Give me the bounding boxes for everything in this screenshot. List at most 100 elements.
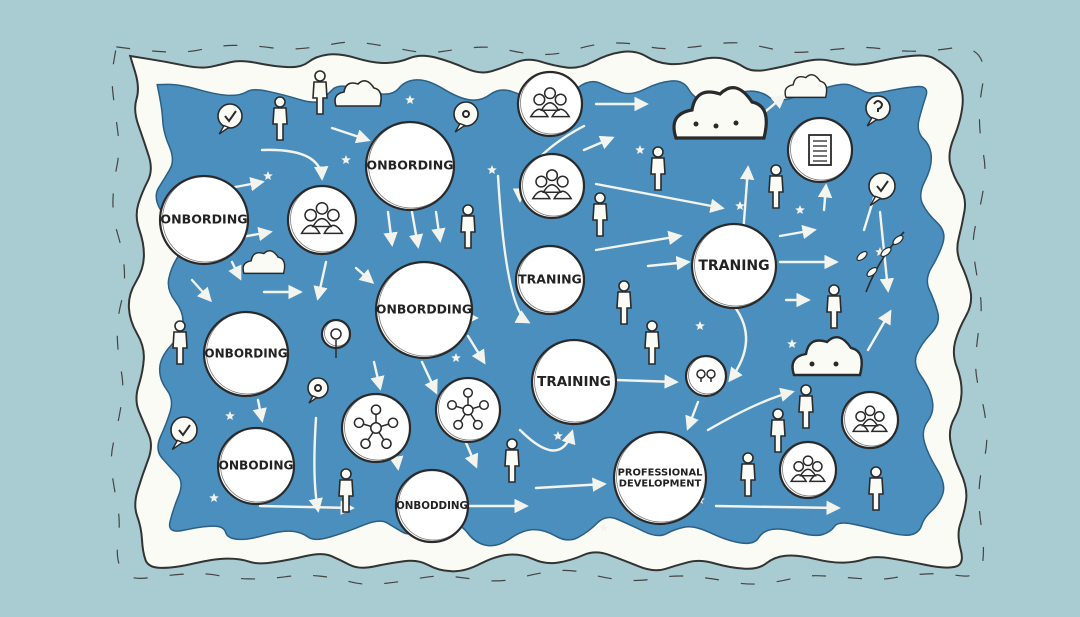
node-training-upper: TRANING [514,244,586,316]
node-label: ONBORDING [160,212,247,227]
node-label: TRANING [518,272,582,287]
flow-arrow-30 [582,135,615,152]
flow-arrow-22 [518,428,576,452]
speech-bubble-icon-1 [453,101,479,133]
star-icon-3 [635,145,645,154]
flow-arrow-0 [330,126,371,144]
network-icon [353,404,399,450]
people-group-icon [300,201,344,235]
people-group-icon [531,169,573,200]
people-group-icon [789,455,827,483]
star-icon-11 [451,353,461,362]
flow-arrow-10 [431,210,446,243]
flow-arrow-24 [685,400,700,431]
decorations-layer [170,70,905,532]
person-icon-5 [768,164,784,209]
star-icon-8 [875,247,885,256]
flow-arrow-23 [614,374,679,389]
flow-arrow-14 [420,360,438,395]
flow-arrow-12 [466,334,486,365]
star-icon-14 [487,165,497,174]
flow-arrow-17 [252,398,267,423]
node-label: ONBORDING [366,158,453,173]
node-label: ONBODDING [396,500,468,512]
node-label: DEVELOPMENT [619,479,702,490]
person-icon-1 [312,70,328,115]
star-icon-2 [209,493,219,502]
node-training-right: TRANING [690,222,778,310]
node-people-group-left [286,184,358,256]
person-icon-11 [770,408,786,453]
people-group-icon [529,87,571,118]
flow-arrow-19 [258,500,355,515]
person-icon-7 [644,320,660,365]
person-icon-9 [338,468,354,513]
person-icon-2 [460,204,476,249]
cloud-icon-1 [242,250,286,275]
node-network-right [434,376,502,444]
flow-arrow-32 [594,230,683,252]
node-label: ONBORDDING [376,302,472,317]
flow-arrow-40 [728,304,748,383]
node-label: TRANING [698,258,769,274]
flow-arrow-6 [313,260,328,301]
network-icon [446,387,490,430]
flow-arrow-8 [383,210,398,247]
flow-arrow-31 [594,182,725,213]
star-icon-5 [735,201,745,210]
person-icon-13 [868,466,884,511]
node-onboarding-top: ONBORDING [364,120,456,212]
flow-arrow-7 [354,266,375,284]
flow-arrow-27 [496,174,531,324]
star-icon-7 [787,339,797,348]
flow-arrow-1 [260,148,329,181]
plant-icon [856,231,905,293]
speech-bubble-icon-5 [868,172,896,207]
cloud-icon-4 [791,336,863,377]
star-icon-10 [225,411,235,420]
speech-bubble-icon-4 [307,377,329,404]
star-icon-4 [795,205,805,214]
speech-bubble-icon-2 [865,95,891,127]
lightbulb-icon [696,369,716,382]
node-onboarding-mid-left: ONBORDING [202,310,290,398]
person-icon-6 [616,280,632,325]
flow-arrow-13 [370,360,385,391]
node-circle [684,354,728,398]
node-onboarding-left: ONBORDING [158,174,250,266]
people-group-icon [851,405,889,433]
star-icon-1 [263,171,273,180]
node-people-group-meeting [518,152,586,220]
person-icon-15 [798,384,814,429]
node-label: PROFESSIONAL [618,467,703,478]
person-icon-8 [172,320,188,365]
person-icon-0 [272,96,288,141]
star-icon-13 [341,155,351,164]
speech-bubble-icon-3 [170,416,198,451]
flow-arrow-25 [706,387,795,432]
person-icon-14 [826,284,842,329]
node-people-group-right [840,390,900,450]
star-icon-9 [599,523,609,532]
node-onboarding-bottom: ONBODDING [394,468,470,544]
flow-arrow-34 [778,224,817,240]
document-icon [808,134,832,166]
flow-arrow-18 [308,416,323,513]
node-label: ONBODING [218,459,293,473]
node-label: ONBORDING [204,347,287,361]
target-icon [330,328,342,358]
cloud-icon-2 [784,74,828,99]
person-icon-12 [740,452,756,497]
node-people-group-top [516,70,584,138]
flow-arrow-41 [866,309,892,352]
person-icon-4 [650,146,666,191]
flow-arrow-38 [817,183,833,212]
flow-arrow-21 [534,477,607,492]
person-icon-10 [504,438,520,483]
node-label: TRAINING [537,374,611,390]
cloud-icon-0 [334,80,382,107]
node-bulb-node [684,354,728,398]
flow-arrow-42 [646,255,691,271]
